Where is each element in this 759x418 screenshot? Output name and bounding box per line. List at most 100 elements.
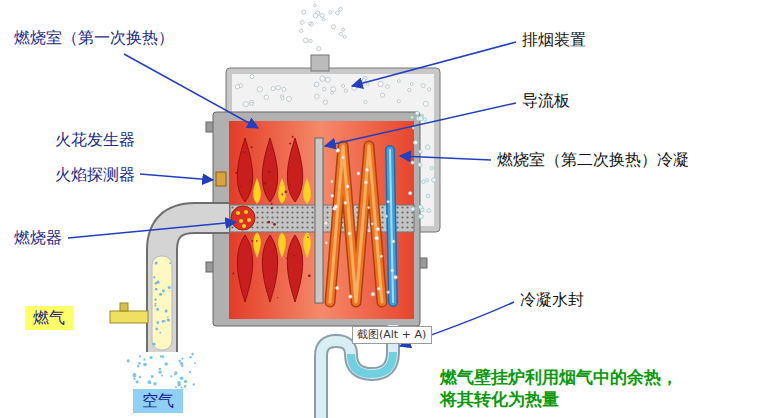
dot (336, 286, 339, 289)
dot (277, 297, 278, 298)
dot (181, 358, 183, 360)
dot (427, 209, 431, 213)
dot (320, 76, 325, 81)
node-text: 空气 (142, 391, 174, 410)
dot (346, 185, 349, 188)
dot (344, 89, 347, 92)
dot (155, 288, 158, 291)
dot (418, 163, 422, 167)
dot (387, 291, 390, 294)
dot (302, 10, 306, 14)
dot (411, 116, 414, 119)
dot (342, 156, 345, 159)
dot (153, 276, 155, 278)
dot (303, 38, 308, 43)
dot (170, 375, 172, 377)
dot (368, 230, 370, 232)
dot (250, 102, 253, 105)
dot (143, 363, 147, 367)
dot (378, 81, 383, 86)
dot (150, 356, 153, 359)
dot (314, 82, 319, 87)
dot (155, 282, 157, 284)
dot (250, 75, 254, 79)
dot (178, 360, 181, 363)
dot (133, 378, 135, 380)
dot (153, 382, 156, 385)
condensate-water (351, 352, 393, 374)
dot (300, 29, 303, 32)
dot (174, 371, 177, 374)
dot (300, 21, 304, 25)
baffle-plate (315, 138, 323, 303)
dot (271, 87, 275, 91)
dot (154, 298, 156, 300)
dot (282, 194, 284, 196)
dot (287, 269, 289, 271)
exhaust-label: 排烟装置 (522, 30, 586, 49)
dot (339, 32, 343, 36)
dot (153, 343, 156, 346)
dot (336, 149, 340, 153)
dot (432, 178, 436, 182)
dot (394, 276, 397, 279)
dot (411, 161, 414, 164)
dot (325, 242, 327, 244)
node-text: 燃气 (33, 308, 65, 327)
smoke-and-air-dots (127, 4, 436, 389)
screenshot-tooltip: 截图(Alt + A) (352, 326, 432, 344)
gas-box: 燃气 (25, 306, 73, 330)
dot (287, 97, 292, 102)
cold-tube (390, 150, 393, 302)
dot (137, 365, 139, 367)
dot (165, 310, 168, 313)
dot (249, 180, 251, 182)
dot (268, 288, 270, 290)
dot (371, 292, 375, 296)
dot (343, 35, 346, 38)
dot (331, 181, 333, 183)
dot (309, 22, 312, 25)
gas-valve (110, 311, 148, 323)
dot (232, 272, 234, 274)
dot (235, 172, 237, 174)
burner-head (231, 206, 255, 230)
dot (155, 262, 158, 265)
valve-knob (120, 303, 128, 311)
dot (309, 39, 312, 42)
dot (159, 371, 162, 374)
igniter-label: 火花发生器 (55, 130, 135, 149)
dot (380, 93, 384, 97)
dot (380, 255, 382, 257)
dot (392, 240, 395, 243)
dot (256, 240, 258, 242)
dot (139, 355, 141, 357)
dot (189, 356, 191, 358)
dot (411, 207, 415, 211)
dot (127, 359, 130, 362)
chimney (311, 55, 329, 71)
dot (169, 262, 171, 264)
dot (177, 383, 180, 386)
dot (309, 22, 313, 26)
dot (313, 13, 318, 18)
dot (167, 316, 169, 318)
dot (377, 228, 380, 231)
dot (397, 80, 400, 83)
dot (143, 359, 145, 361)
dot (408, 89, 411, 92)
dot (282, 87, 286, 91)
dot (194, 362, 196, 364)
dot (342, 84, 345, 87)
dot (251, 146, 253, 148)
dot (323, 88, 326, 91)
dot (167, 318, 170, 321)
dot (344, 202, 347, 205)
dot (264, 95, 268, 99)
dot (180, 362, 183, 365)
dot (430, 166, 433, 169)
dot (336, 11, 340, 15)
dot (271, 203, 273, 205)
